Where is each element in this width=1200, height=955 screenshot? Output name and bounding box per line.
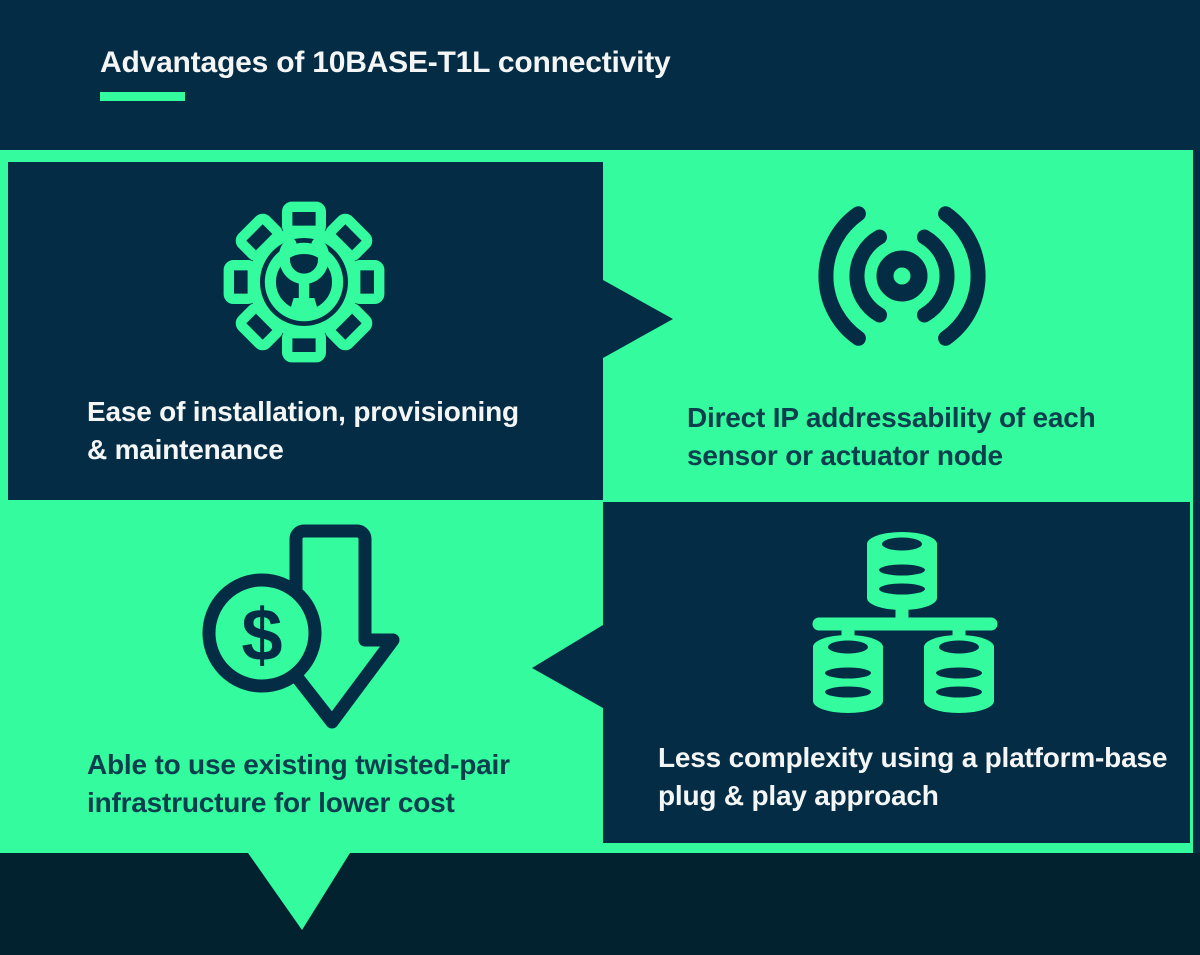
caption-line: Less complexity using a platform-base bbox=[658, 742, 1168, 773]
wireless-signal-icon bbox=[818, 206, 986, 346]
caption-ease-of-installation: Ease of installation, provisioning & mai… bbox=[87, 393, 519, 469]
caption-line: plug & play approach bbox=[658, 780, 939, 811]
caption-direct-ip: Direct IP addressability of each sensor … bbox=[687, 399, 1096, 475]
dollar-down-arrow-icon: $ bbox=[202, 524, 400, 729]
database-network-icon bbox=[812, 532, 998, 713]
caption-line: Ease of installation, provisioning bbox=[87, 396, 519, 427]
caption-line: & maintenance bbox=[87, 434, 284, 465]
caption-line: sensor or actuator node bbox=[687, 440, 1003, 471]
caption-line: Able to use existing twisted-pair bbox=[87, 749, 510, 780]
background-down-pointer bbox=[248, 853, 350, 930]
caption-lower-cost: Able to use existing twisted-pair infras… bbox=[87, 746, 510, 822]
svg-text:$: $ bbox=[241, 594, 282, 677]
footer-band bbox=[0, 853, 1200, 955]
panel-ease-pointer bbox=[603, 280, 673, 358]
caption-less-complexity: Less complexity using a platform-base pl… bbox=[658, 739, 1167, 815]
caption-line: infrastructure for lower cost bbox=[87, 787, 455, 818]
caption-line: Direct IP addressability of each bbox=[687, 402, 1096, 433]
title-accent-bar bbox=[100, 92, 185, 101]
panel-less-complexity-pointer bbox=[532, 625, 603, 708]
page-title: Advantages of 10BASE-T1L connectivity bbox=[100, 46, 671, 79]
gear-wrench-icon bbox=[223, 201, 385, 363]
